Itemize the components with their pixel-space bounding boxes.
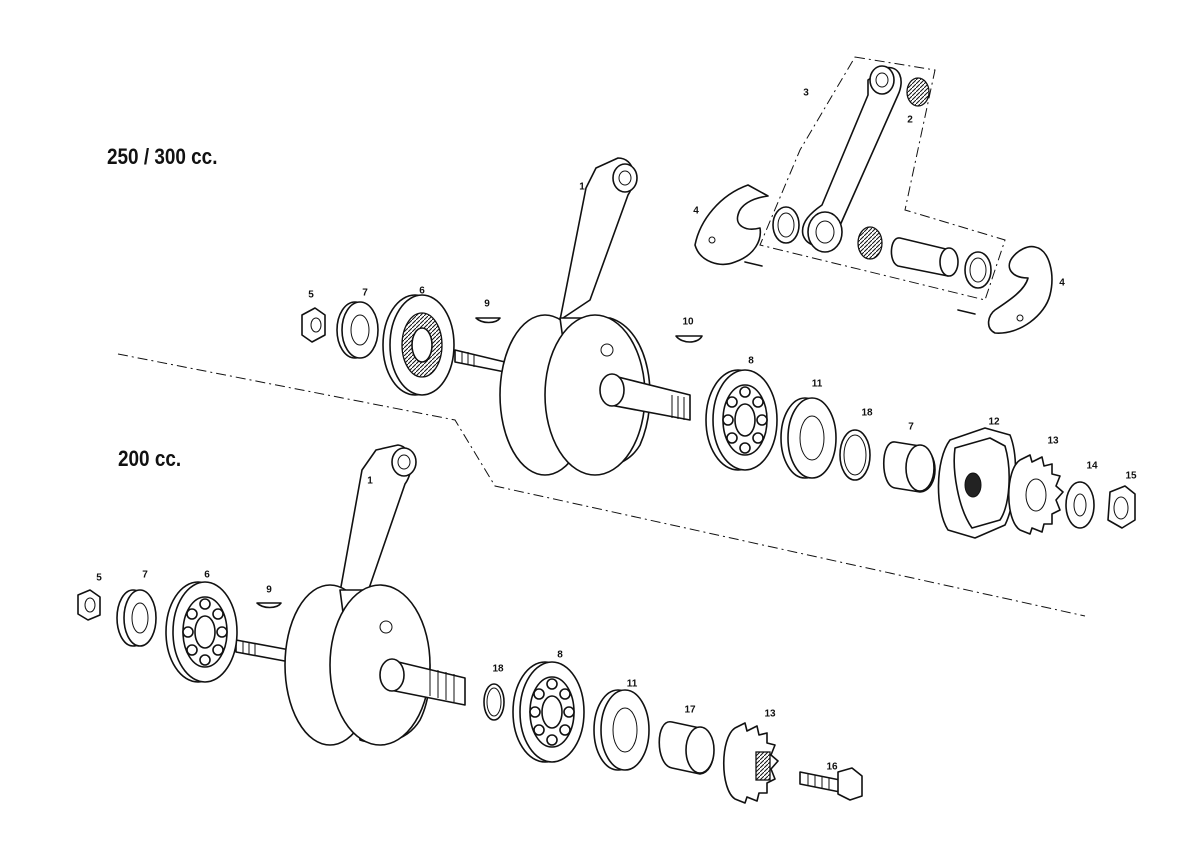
label-upper-key-right: 10 [682, 316, 694, 328]
variant-200-heading: 200 cc. [118, 446, 182, 471]
label-lower-crankshaft: 1 [367, 475, 373, 487]
variant-divider-line [117, 353, 1086, 617]
label-upper-cam: 12 [988, 416, 1000, 428]
label-upper-crankshaft: 1 [579, 181, 585, 193]
label-upper-needle-bearing: 2 [907, 114, 913, 126]
upper-left-parts [301, 294, 703, 396]
label-lower-bearing-left: 6 [204, 569, 210, 581]
label-upper-bearing-left: 6 [419, 285, 425, 297]
upper-crankshaft [454, 157, 691, 476]
label-upper-seal-right: 11 [811, 378, 823, 390]
label-upper-nut-right: 15 [1125, 470, 1137, 482]
upper-conrod-kit-parts [694, 65, 1053, 334]
label-upper-gear: 13 [1047, 435, 1059, 447]
lower-right-parts [483, 661, 863, 804]
label-upper-oring: 18 [861, 407, 873, 419]
label-lower-key-left: 9 [266, 584, 272, 596]
label-upper-nut: 5 [308, 289, 314, 301]
label-upper-conrod-kit: 3 [803, 87, 809, 99]
variant-250-300-heading: 250 / 300 cc. [107, 144, 218, 169]
label-lower-bearing-right: 8 [557, 649, 563, 661]
label-upper-washer: 14 [1086, 460, 1098, 472]
label-lower-spacer: 17 [684, 704, 696, 716]
label-upper-seal-left: 7 [362, 287, 368, 299]
label-lower-seal-right: 11 [626, 678, 638, 690]
lower-crankshaft [235, 444, 466, 746]
lower-left-parts [77, 581, 282, 683]
label-lower-seal-left: 7 [142, 569, 148, 581]
label-upper-bearing-right: 8 [748, 355, 754, 367]
conrod-kit-outline [759, 56, 1006, 301]
upper-right-parts [705, 369, 1136, 539]
label-lower-gear: 13 [764, 708, 776, 720]
label-upper-spacer: 7 [908, 421, 914, 433]
label-lower-bolt: 16 [826, 761, 838, 773]
label-upper-shim-left: 4 [693, 205, 699, 217]
label-lower-oring: 18 [492, 663, 504, 675]
label-upper-shim-right: 4 [1059, 277, 1065, 289]
label-lower-nut: 5 [96, 572, 102, 584]
label-upper-key-left: 9 [484, 298, 490, 310]
